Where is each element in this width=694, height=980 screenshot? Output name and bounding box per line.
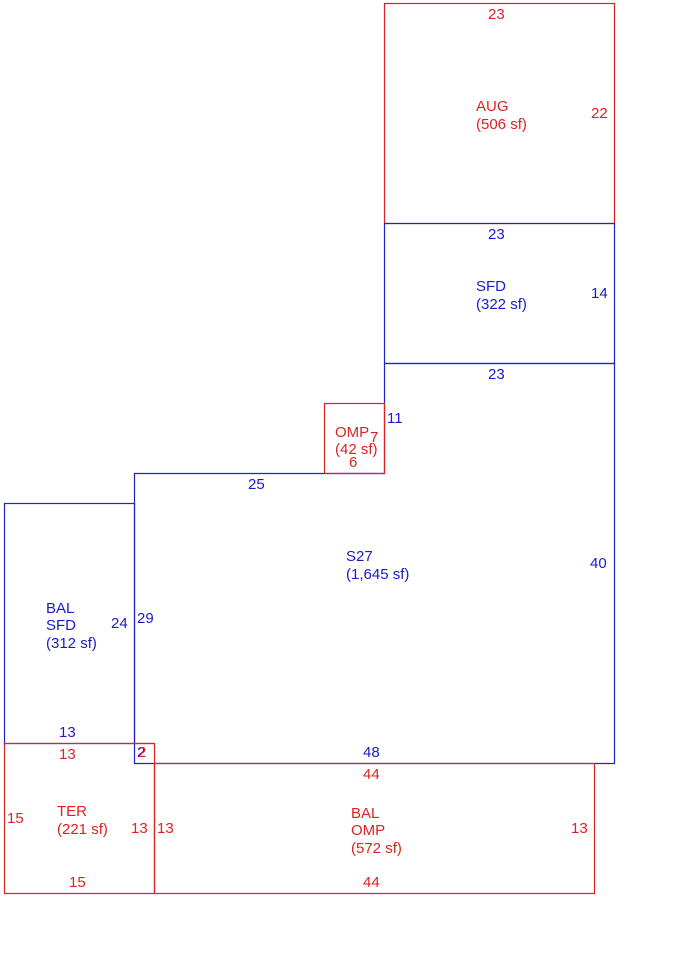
- bal-sfd-corner-dim: 2: [137, 744, 145, 761]
- s27-label: S27: [346, 548, 373, 565]
- ter-area: (221 sf): [57, 821, 108, 838]
- ter-corner-dim: 2: [138, 744, 146, 761]
- omp-small-right-dim: 7: [370, 429, 378, 446]
- bal-omp-bottom-dim: 44: [363, 874, 380, 891]
- s27-left-dim: 29: [137, 610, 154, 627]
- s27-notch-dim: 11: [387, 410, 403, 427]
- bal-omp-label-1: BAL: [351, 805, 379, 822]
- omp-small-label: OMP: [335, 424, 369, 441]
- bal-omp-label-2: OMP: [351, 822, 385, 839]
- aug-top-dim: 23: [488, 6, 505, 23]
- s27-area: (1,645 sf): [346, 566, 409, 583]
- bal-sfd-label-1: BAL: [46, 600, 74, 617]
- ter-label: TER: [57, 803, 87, 820]
- s27-bottom-dim: 48: [363, 744, 380, 761]
- sfd-upper-area: (322 sf): [476, 296, 527, 313]
- ter-top-dim: 13: [59, 746, 76, 763]
- sfd-upper-top-dim: 23: [488, 226, 505, 243]
- bal-omp-area: (572 sf): [351, 840, 402, 857]
- bal-omp-left-dim: 13: [157, 820, 174, 837]
- aug-right-dim: 22: [591, 105, 608, 122]
- bal-omp-outline: [153, 762, 596, 895]
- bal-sfd-right-dim: 24: [111, 615, 128, 632]
- bal-sfd-bottom-dim: 13: [59, 724, 76, 741]
- ter-right-dim: 13: [131, 820, 148, 837]
- aug-label: AUG: [476, 98, 509, 115]
- bal-sfd-area: (312 sf): [46, 635, 97, 652]
- bal-sfd-label-2: SFD: [46, 617, 76, 634]
- aug-area: (506 sf): [476, 116, 527, 133]
- bal-omp-right-dim: 13: [571, 820, 588, 837]
- s27-right-dim: 40: [590, 555, 607, 572]
- omp-small-bottom-dim: 6: [349, 454, 357, 471]
- sfd-upper-label: SFD: [476, 278, 506, 295]
- omp-small-outline: [323, 402, 386, 475]
- sfd-upper-right-dim: 14: [591, 285, 608, 302]
- s27-outline: [133, 362, 616, 765]
- s27-top-left-dim: 25: [248, 476, 265, 493]
- bal-omp-top-dim: 44: [363, 766, 380, 783]
- s27-top-right-dim: 23: [488, 366, 505, 383]
- ter-bottom-dim: 15: [69, 874, 86, 891]
- ter-left-dim: 15: [7, 810, 24, 827]
- omp-small-area: (42 sf): [335, 441, 378, 458]
